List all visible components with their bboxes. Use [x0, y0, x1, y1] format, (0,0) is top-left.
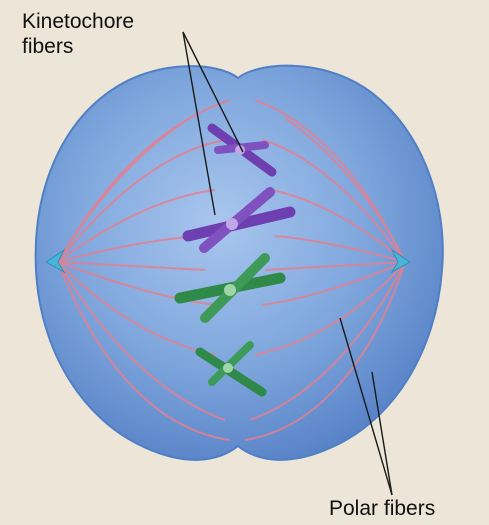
polar-fibers-label: Polar fibers — [329, 496, 435, 521]
polar-label-text: Polar fibers — [329, 496, 435, 521]
kinetochore-label-line2: fibers — [22, 34, 134, 59]
kinetochore-fibers-label: Kinetochore fibers — [22, 9, 134, 59]
kinetochore-label-line1: Kinetochore — [22, 9, 134, 34]
